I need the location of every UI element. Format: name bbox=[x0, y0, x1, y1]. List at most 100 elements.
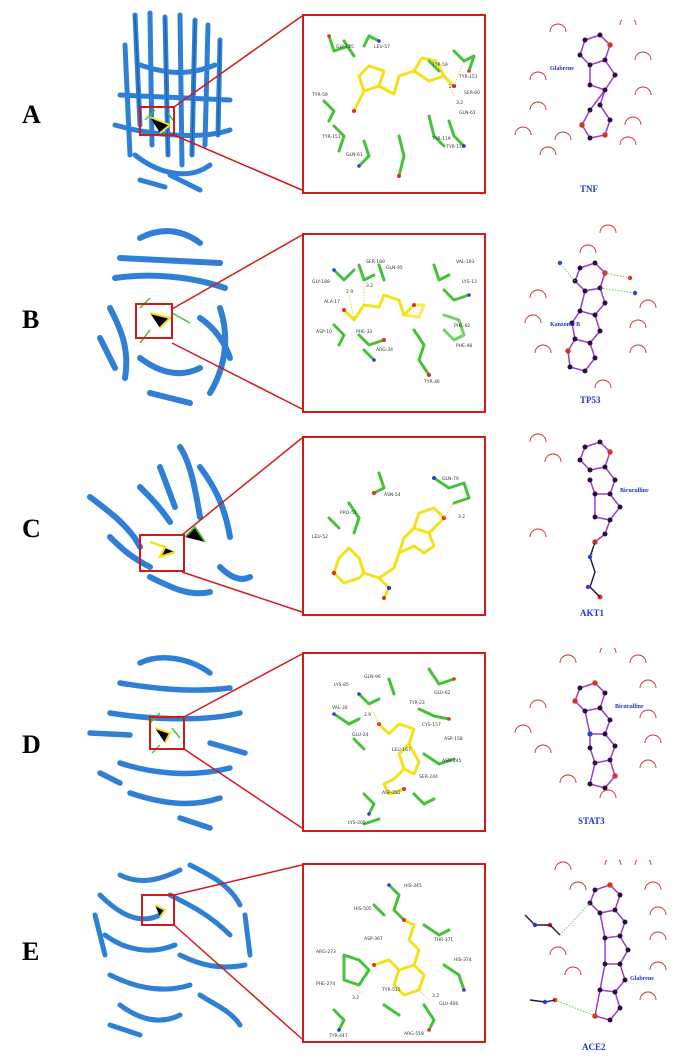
residue-label: ASP-282 bbox=[382, 790, 401, 796]
residue-label: ASP-10 bbox=[316, 329, 332, 335]
residue-label: PRO-51 bbox=[340, 510, 357, 516]
distance-label: 3.2 bbox=[432, 993, 439, 999]
residue-label: GLN-61 bbox=[346, 152, 363, 158]
protein-structure-image bbox=[112, 10, 233, 193]
residue-label: TYR-59 bbox=[431, 62, 448, 68]
residue-label: TYR-59 bbox=[311, 92, 328, 98]
panel-letter: B bbox=[22, 305, 40, 334]
residue-label: GLU-62 bbox=[434, 690, 451, 696]
residue-label: TYR-151 bbox=[458, 74, 478, 80]
residue-label: HIS-345 bbox=[404, 883, 422, 889]
panel-letter: C bbox=[22, 514, 41, 543]
interaction-diagram: Bicuculline STAT3 bbox=[514, 648, 662, 826]
residue-label: TYR-119 bbox=[445, 144, 465, 150]
binding-site-closeup: SER-189 GLN-95 GLY-188 VAL-193 LYS-13 AL… bbox=[302, 233, 486, 413]
ligand-label: Glabrene bbox=[630, 976, 654, 982]
zoom-connector bbox=[171, 234, 303, 410]
residue-label: GLU-406 bbox=[439, 1001, 458, 1007]
zoom-connector bbox=[181, 437, 303, 613]
target-label: TNF bbox=[580, 184, 599, 194]
residue-label: SER-244 bbox=[419, 774, 438, 780]
residue-label: VAL-30 bbox=[332, 705, 348, 711]
residue-label: PHE-48 bbox=[456, 343, 472, 349]
residue-label: GLN-61 bbox=[459, 110, 476, 116]
protein-structure-image bbox=[97, 228, 233, 406]
zoom-connector bbox=[173, 15, 303, 191]
residue-label: PHE-274 bbox=[316, 981, 335, 987]
residue-label: GLU-24 bbox=[352, 732, 369, 738]
residue-label: SER-60 bbox=[464, 90, 480, 96]
target-label: AKT1 bbox=[580, 608, 605, 618]
residue-label: LYS-85 bbox=[334, 682, 349, 688]
residue-label: ASN-245 bbox=[442, 758, 462, 764]
distance-label: 2.9 bbox=[364, 712, 371, 718]
residue-label: ASP-158 bbox=[444, 736, 463, 742]
protein-structure-image bbox=[87, 444, 253, 597]
interaction-diagram: Glabrene ACE2 bbox=[524, 860, 667, 1050]
selection-box bbox=[141, 894, 175, 926]
residue-label: SER-189 bbox=[366, 259, 385, 265]
selection-box bbox=[139, 534, 185, 572]
distance-label: 3.2 bbox=[458, 514, 465, 520]
selection-box bbox=[135, 303, 173, 339]
panel-c: C ASN-54 PRO-5 bbox=[0, 422, 685, 622]
distance-label: 3.2 bbox=[352, 995, 359, 1001]
selection-box bbox=[139, 106, 175, 136]
residue-label: LYS-13 bbox=[462, 279, 477, 285]
panel-d: D LYS-85 GLN-96 G bbox=[0, 638, 685, 838]
binding-site-closeup: GLY-155 LEU-57 TYR-59 TYR-59 TYR-151 SER… bbox=[302, 14, 486, 194]
residue-label: GLN-95 bbox=[386, 265, 403, 271]
binding-site-closeup: LYS-85 GLN-96 GLU-62 VAL-30 TYR-23 CYS-1… bbox=[302, 652, 486, 832]
binding-site-closeup: ASN-54 PRO-51 LEU-52 GLN-79 3.2 bbox=[302, 436, 486, 616]
residue-label: TYR-46 bbox=[423, 379, 440, 385]
residue-label: GLN-79 bbox=[442, 476, 459, 482]
residue-label: TYR-23 bbox=[408, 700, 425, 706]
residue-label: TYR-151 bbox=[321, 134, 341, 140]
residue-label: HIS-505 bbox=[354, 906, 372, 912]
residue-label: PHE-92 bbox=[454, 323, 470, 329]
panel-a: A bbox=[0, 0, 685, 200]
distance-label: 2.9 bbox=[346, 289, 353, 295]
residue-label: LYS-205 bbox=[348, 820, 366, 826]
residue-label: HIS-374 bbox=[454, 957, 472, 963]
residue-label: ARG-34 bbox=[376, 347, 393, 353]
residue-label: TYR-119 bbox=[431, 136, 451, 142]
residue-label: GLY-188 bbox=[312, 279, 330, 285]
interaction-diagram: Kanzonol B TP53 bbox=[524, 224, 657, 405]
residue-label: GLY-155 bbox=[336, 44, 354, 50]
residue-label: TYR-447 bbox=[328, 1033, 348, 1039]
residue-label: CYS-157 bbox=[422, 722, 441, 728]
residue-label: LEU-52 bbox=[312, 534, 328, 540]
panel-letter: D bbox=[22, 730, 41, 759]
target-label: STAT3 bbox=[578, 816, 605, 826]
target-label: TP53 bbox=[580, 395, 601, 405]
distance-label: 3.2 bbox=[456, 100, 463, 106]
ligand-label: Kanzonol B bbox=[550, 322, 580, 328]
target-label: ACE2 bbox=[582, 1042, 606, 1050]
panel-b: B SER-189 GLN-95 bbox=[0, 213, 685, 413]
interaction-diagram: Glabrene TNF bbox=[514, 20, 652, 194]
residue-label: ARG-518 bbox=[404, 1031, 424, 1037]
residue-label: LEU-57 bbox=[374, 44, 390, 50]
ligand-label: Glabrene bbox=[550, 66, 574, 72]
selection-box bbox=[149, 716, 185, 750]
zoom-connector bbox=[173, 864, 303, 1040]
residue-label: PHE-33 bbox=[356, 329, 372, 335]
protein-structure-image bbox=[92, 862, 253, 1038]
residue-label: THR-371 bbox=[433, 937, 453, 943]
distance-label: 3.2 bbox=[366, 283, 373, 289]
binding-site-closeup: HIS-345 HIS-505 ASP-367 THR-371 ARG-273 … bbox=[302, 863, 486, 1043]
panel-e: E HIS-345 HIS-505 bbox=[0, 855, 685, 1055]
ligand-label: Bicuculline bbox=[615, 704, 644, 710]
residue-label: VAL-193 bbox=[456, 259, 475, 265]
residue-label: GLN-96 bbox=[364, 674, 381, 680]
zoom-connector bbox=[183, 653, 303, 829]
interaction-diagram: Bicuculline AKT1 bbox=[529, 433, 649, 618]
residue-label: TYR-515 bbox=[381, 987, 401, 993]
panel-letter: E bbox=[22, 937, 40, 966]
residue-label: ASN-54 bbox=[384, 492, 401, 498]
residue-label: LEU-167 bbox=[392, 747, 411, 753]
ligand-label: Bicuculline bbox=[620, 488, 649, 494]
panel-letter: A bbox=[22, 100, 41, 129]
residue-label: ARG-273 bbox=[316, 949, 336, 955]
